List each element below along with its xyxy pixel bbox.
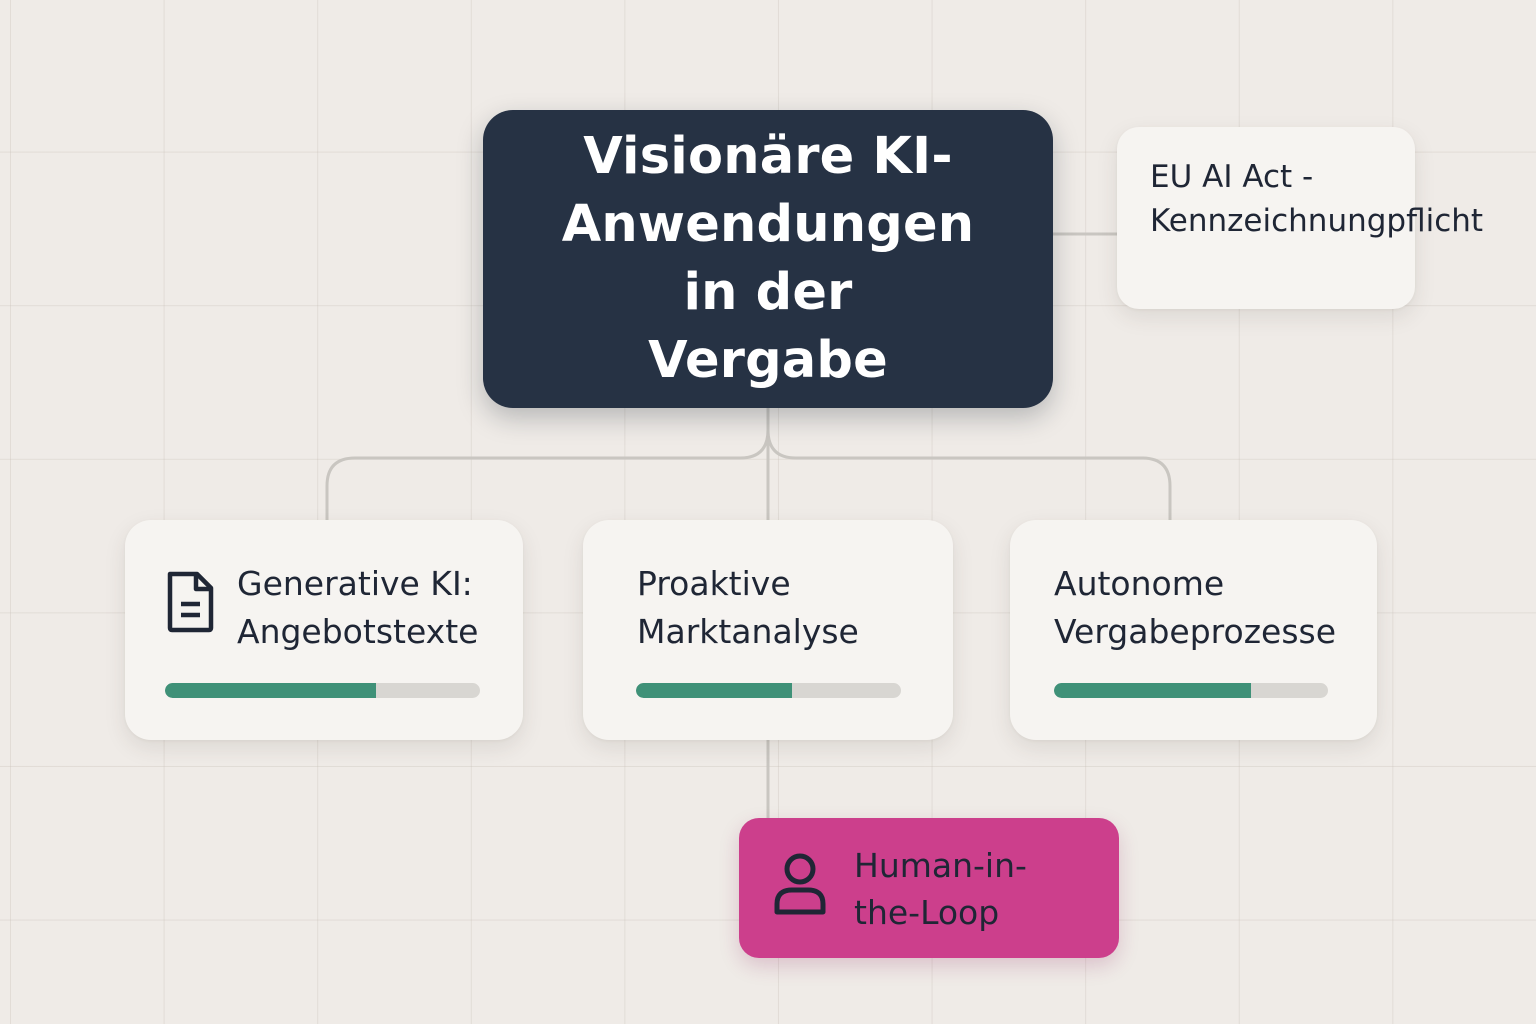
branch-label-line-2: Marktanalyse — [637, 612, 859, 651]
branch-label: Autonome Vergabeprozesse — [1054, 560, 1336, 656]
human-in-the-loop-node: Human-in-the-Loop — [739, 818, 1119, 958]
document-icon — [167, 571, 214, 633]
branch-autonome-vergabeprozesse: Autonome Vergabeprozesse — [1010, 520, 1377, 740]
progress-bar — [636, 683, 901, 698]
branch-generative-ki: Generative KI: Angebotstexte — [125, 520, 523, 740]
progress-bar-fill — [1054, 683, 1252, 698]
progress-bar — [165, 683, 480, 698]
eu-ai-act-note: EU AI Act - Kennzeichnungpflicht — [1117, 127, 1484, 309]
person-icon — [774, 853, 826, 915]
branch-label-line-2: Vergabeprozesse — [1054, 612, 1337, 651]
branch-label-line-1: Proaktive — [637, 564, 791, 603]
branch-proaktive-marktanalyse: Proaktive Marktanalyse — [583, 520, 953, 740]
connector-main-to-branches — [325, 408, 770, 520]
progress-bar-fill — [636, 683, 793, 698]
eu-ai-act-note-text: EU AI Act - Kennzeichnungpflicht — [1150, 159, 1484, 239]
branch-label: Proaktive Marktanalyse — [637, 560, 859, 656]
progress-bar-fill — [165, 683, 377, 698]
progress-bar — [1054, 683, 1328, 698]
branch-label-line-2: Angebotstexte — [237, 612, 479, 651]
connector-main-to-branch-3 — [766, 429, 1172, 520]
main-topic-title: Visionäre KI-Anwendungen in der Vergabe — [561, 127, 975, 390]
branch-label: Generative KI: Angebotstexte — [237, 560, 478, 656]
human-in-the-loop-label: Human-in-the-Loop — [854, 846, 1027, 932]
branch-label-line-1: Generative KI: — [237, 564, 473, 603]
main-topic-node: Visionäre KI-Anwendungen in der Vergabe — [483, 110, 1053, 408]
branch-label-line-1: Autonome — [1054, 564, 1225, 603]
